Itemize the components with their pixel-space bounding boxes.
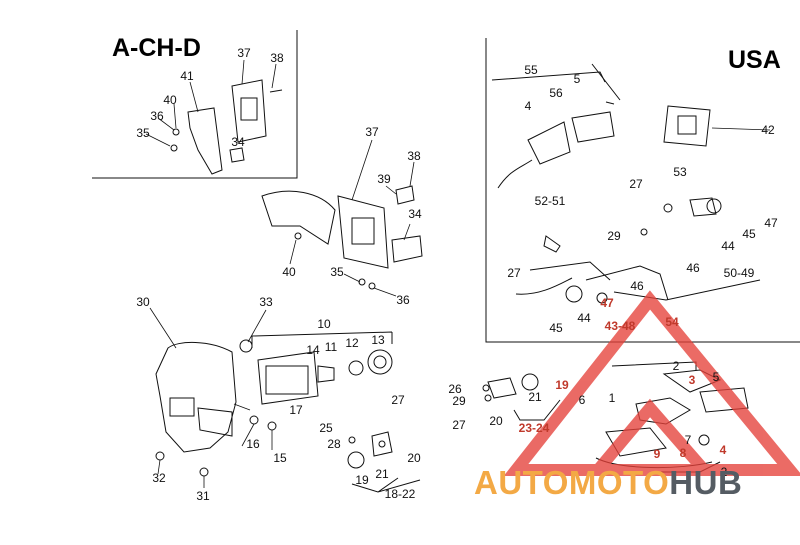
callout-7: 7 <box>684 433 692 447</box>
callout-46a: 46 <box>686 261 700 275</box>
callout-41: 41 <box>180 69 194 83</box>
bulb <box>348 360 364 376</box>
rear-fender <box>261 190 336 245</box>
callout-37b: 37 <box>365 125 379 139</box>
callout-45b: 45 <box>549 321 563 335</box>
headlight-body <box>257 351 319 405</box>
callout-20b: 20 <box>489 414 503 428</box>
callout-38a: 38 <box>270 51 284 65</box>
achd-panel-border <box>92 30 298 179</box>
callout-47b: 47 <box>600 296 614 310</box>
callout-19b: 19 <box>555 378 569 392</box>
callout-20a: 20 <box>407 451 421 465</box>
callout-45a: 45 <box>742 227 756 241</box>
achd-bracket <box>187 107 223 175</box>
usa-plate <box>663 105 711 147</box>
plate-bracket <box>391 235 423 263</box>
callout-27b: 27 <box>507 266 521 280</box>
achd-plate-hole <box>240 97 258 121</box>
callout-11: 11 <box>324 340 338 354</box>
turn-signal-lens <box>347 451 365 469</box>
callout-44b: 44 <box>577 311 591 325</box>
headlight-fairing <box>155 341 237 453</box>
callout-10: 10 <box>317 317 331 331</box>
region-label-usa: USA <box>728 46 781 74</box>
callout-6: 6 <box>578 393 586 407</box>
callout-55: 55 <box>524 63 538 77</box>
callout-36a: 36 <box>150 109 164 123</box>
license-plate-holder <box>337 195 389 269</box>
callout-40a: 40 <box>163 93 177 107</box>
callout-23-24: 23-24 <box>518 421 550 435</box>
callout-36b: 36 <box>396 293 410 307</box>
callout-4a: 4 <box>524 99 532 113</box>
callout-29a: 29 <box>607 229 621 243</box>
callout-17: 17 <box>289 403 303 417</box>
callout-31: 31 <box>196 489 210 503</box>
callout-18-22: 18-22 <box>384 487 416 501</box>
watermark-text: AUTOMOTOHUB <box>474 464 742 502</box>
headlight-ring <box>367 349 393 375</box>
callout-34b: 34 <box>408 207 422 221</box>
callout-35a: 35 <box>136 126 150 140</box>
callout-44a: 44 <box>721 239 735 253</box>
callout-29b: 29 <box>452 394 466 408</box>
callout-13: 13 <box>371 333 385 347</box>
callout-30: 30 <box>136 295 150 309</box>
callout-32: 32 <box>152 471 166 485</box>
callout-2a: 2 <box>672 359 680 373</box>
callout-27d: 27 <box>452 418 466 432</box>
fairing-window <box>169 397 195 417</box>
callout-28: 28 <box>327 437 341 451</box>
achd-clip <box>229 147 245 163</box>
achd-plate <box>231 79 267 143</box>
callout-56: 56 <box>549 86 563 100</box>
callout-16: 16 <box>246 437 260 451</box>
callout-5b: 5 <box>712 370 720 384</box>
callout-14: 14 <box>306 343 320 357</box>
callout-15: 15 <box>273 451 287 465</box>
watermark-logo <box>503 290 800 476</box>
usa-taillight <box>527 121 571 165</box>
callout-25: 25 <box>319 421 333 435</box>
callout-39: 39 <box>377 172 391 186</box>
callout-2b: 2 <box>720 465 728 479</box>
callout-38b: 38 <box>407 149 421 163</box>
callout-35b: 35 <box>330 265 344 279</box>
region-label-achd: A-CH-D <box>112 34 201 62</box>
callout-33: 33 <box>259 295 273 309</box>
callout-46b: 46 <box>630 279 644 293</box>
callout-27a: 27 <box>629 177 643 191</box>
callout-54: 54 <box>665 315 679 329</box>
callout-52-51: 52-51 <box>534 194 566 208</box>
callout-47a: 47 <box>764 216 778 230</box>
callout-37a: 37 <box>237 46 251 60</box>
headlight-lens <box>265 365 309 395</box>
watermark-text-a: AUTOMOTO <box>474 464 670 501</box>
callout-43-48: 43-48 <box>604 319 636 333</box>
callout-8: 8 <box>679 446 687 460</box>
callout-3: 3 <box>688 373 696 387</box>
callout-40b: 40 <box>282 265 296 279</box>
watermark-text-b: HUB <box>669 464 743 501</box>
callout-21b: 21 <box>528 390 542 404</box>
callout-27c: 27 <box>391 393 405 407</box>
callout-12: 12 <box>345 336 359 350</box>
plate-window <box>351 217 375 245</box>
callout-26: 26 <box>448 382 462 396</box>
callout-42: 42 <box>761 123 775 137</box>
callout-19a: 19 <box>355 473 369 487</box>
callout-9: 9 <box>653 447 661 461</box>
callout-1: 1 <box>608 391 616 405</box>
callout-5a: 5 <box>573 72 581 86</box>
callout-53: 53 <box>673 165 687 179</box>
callout-4b: 4 <box>719 443 727 457</box>
callout-21a: 21 <box>375 467 389 481</box>
callout-34a: 34 <box>231 135 245 149</box>
callout-50-49: 50-49 <box>723 266 755 280</box>
usa-panel-border <box>485 38 800 343</box>
